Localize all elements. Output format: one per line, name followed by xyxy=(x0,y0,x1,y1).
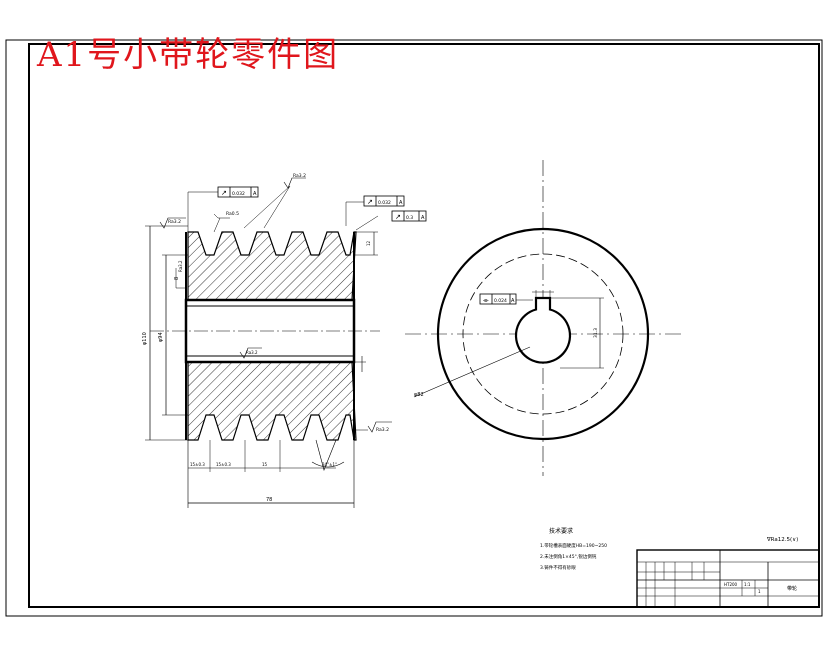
dim-inner-dia: φ94 xyxy=(158,332,164,342)
title-block-material: HT200 xyxy=(724,582,738,587)
dim-total-width: 78 xyxy=(266,497,272,503)
tech-req-item-3: 3.铸件不得有砂眼 xyxy=(540,564,576,571)
roughness-top-groove: Ra3.2 xyxy=(293,173,306,179)
tol-runout-top-value: 0.032 xyxy=(232,191,245,197)
dim-groove-pitch-2: 15±0.3 xyxy=(216,462,231,467)
dim-key-height: 31.3 xyxy=(593,328,599,338)
general-roughness: ∇Ra12.5(∨) xyxy=(766,537,798,543)
dim-big-dia: φ82 xyxy=(414,392,424,398)
section-view: φ110 φ94 8 78 15±0.3 15±0.3 15 34°±1° 12… xyxy=(142,173,427,508)
title-block xyxy=(636,549,820,608)
title-block-scale: 1:1 xyxy=(744,582,751,587)
dim-groove-angle: 34°±1° xyxy=(322,462,337,467)
outer-border xyxy=(5,39,823,617)
tol-runout-right-symbol: ↗ xyxy=(367,198,373,206)
roughness-right-face: Ra3.2 xyxy=(376,427,389,433)
inner-frame xyxy=(28,43,820,608)
tol-flatness-symbol: ↗ xyxy=(395,213,401,221)
dim-face-depth: 8 xyxy=(174,277,180,280)
title-block-part-name: 带轮 xyxy=(787,585,797,592)
lower-section xyxy=(187,361,357,441)
tol-runout-right-datum: A xyxy=(399,200,403,206)
tol-flatness-value: 0.3 xyxy=(406,215,413,221)
roughness-left-outer: Ra3.2 xyxy=(168,219,181,225)
tol-symmetry-symbol: ⌯ xyxy=(483,296,489,304)
technical-requirements: 技术要求 1.带轮槽表面硬度HB=190~250 2.未注倒角1×45°,锐边倒… xyxy=(540,527,607,571)
upper-section xyxy=(187,231,357,301)
bore-keyway xyxy=(514,296,572,364)
tol-runout-right-value: 0.032 xyxy=(378,200,391,206)
tech-req-item-1: 1.带轮槽表面硬度HB=190~250 xyxy=(540,542,607,549)
tol-flatness-datum: A xyxy=(421,215,425,221)
tol-symmetry-value: 0.024 xyxy=(494,298,507,304)
tol-runout-top-datum: A xyxy=(253,191,257,197)
tech-req-item-2: 2.未注倒角1×45°,锐边倒钝 xyxy=(540,553,597,560)
roughness-left-face: Ra3.2 xyxy=(178,260,183,272)
roughness-bore: Ra3.2 xyxy=(246,350,258,355)
tech-req-heading: 技术要求 xyxy=(549,527,573,535)
front-view: 31.3 ⌯ 0.024 A φ82 xyxy=(405,160,682,476)
roughness-groove-wall: Ra0.5 xyxy=(226,211,239,217)
dim-groove-depth: 12 xyxy=(366,240,371,246)
dim-outer-dia: φ110 xyxy=(142,332,148,345)
title-block-sheet: 1 xyxy=(758,589,761,594)
drawing-title: A1号小带轮零件图 xyxy=(37,35,340,75)
dim-groove-pitch-3: 15 xyxy=(262,462,268,467)
dim-groove-pitch-1: 15±0.3 xyxy=(190,462,205,467)
tol-runout-top-symbol: ↗ xyxy=(221,189,227,197)
tol-symmetry-datum: A xyxy=(511,298,515,304)
